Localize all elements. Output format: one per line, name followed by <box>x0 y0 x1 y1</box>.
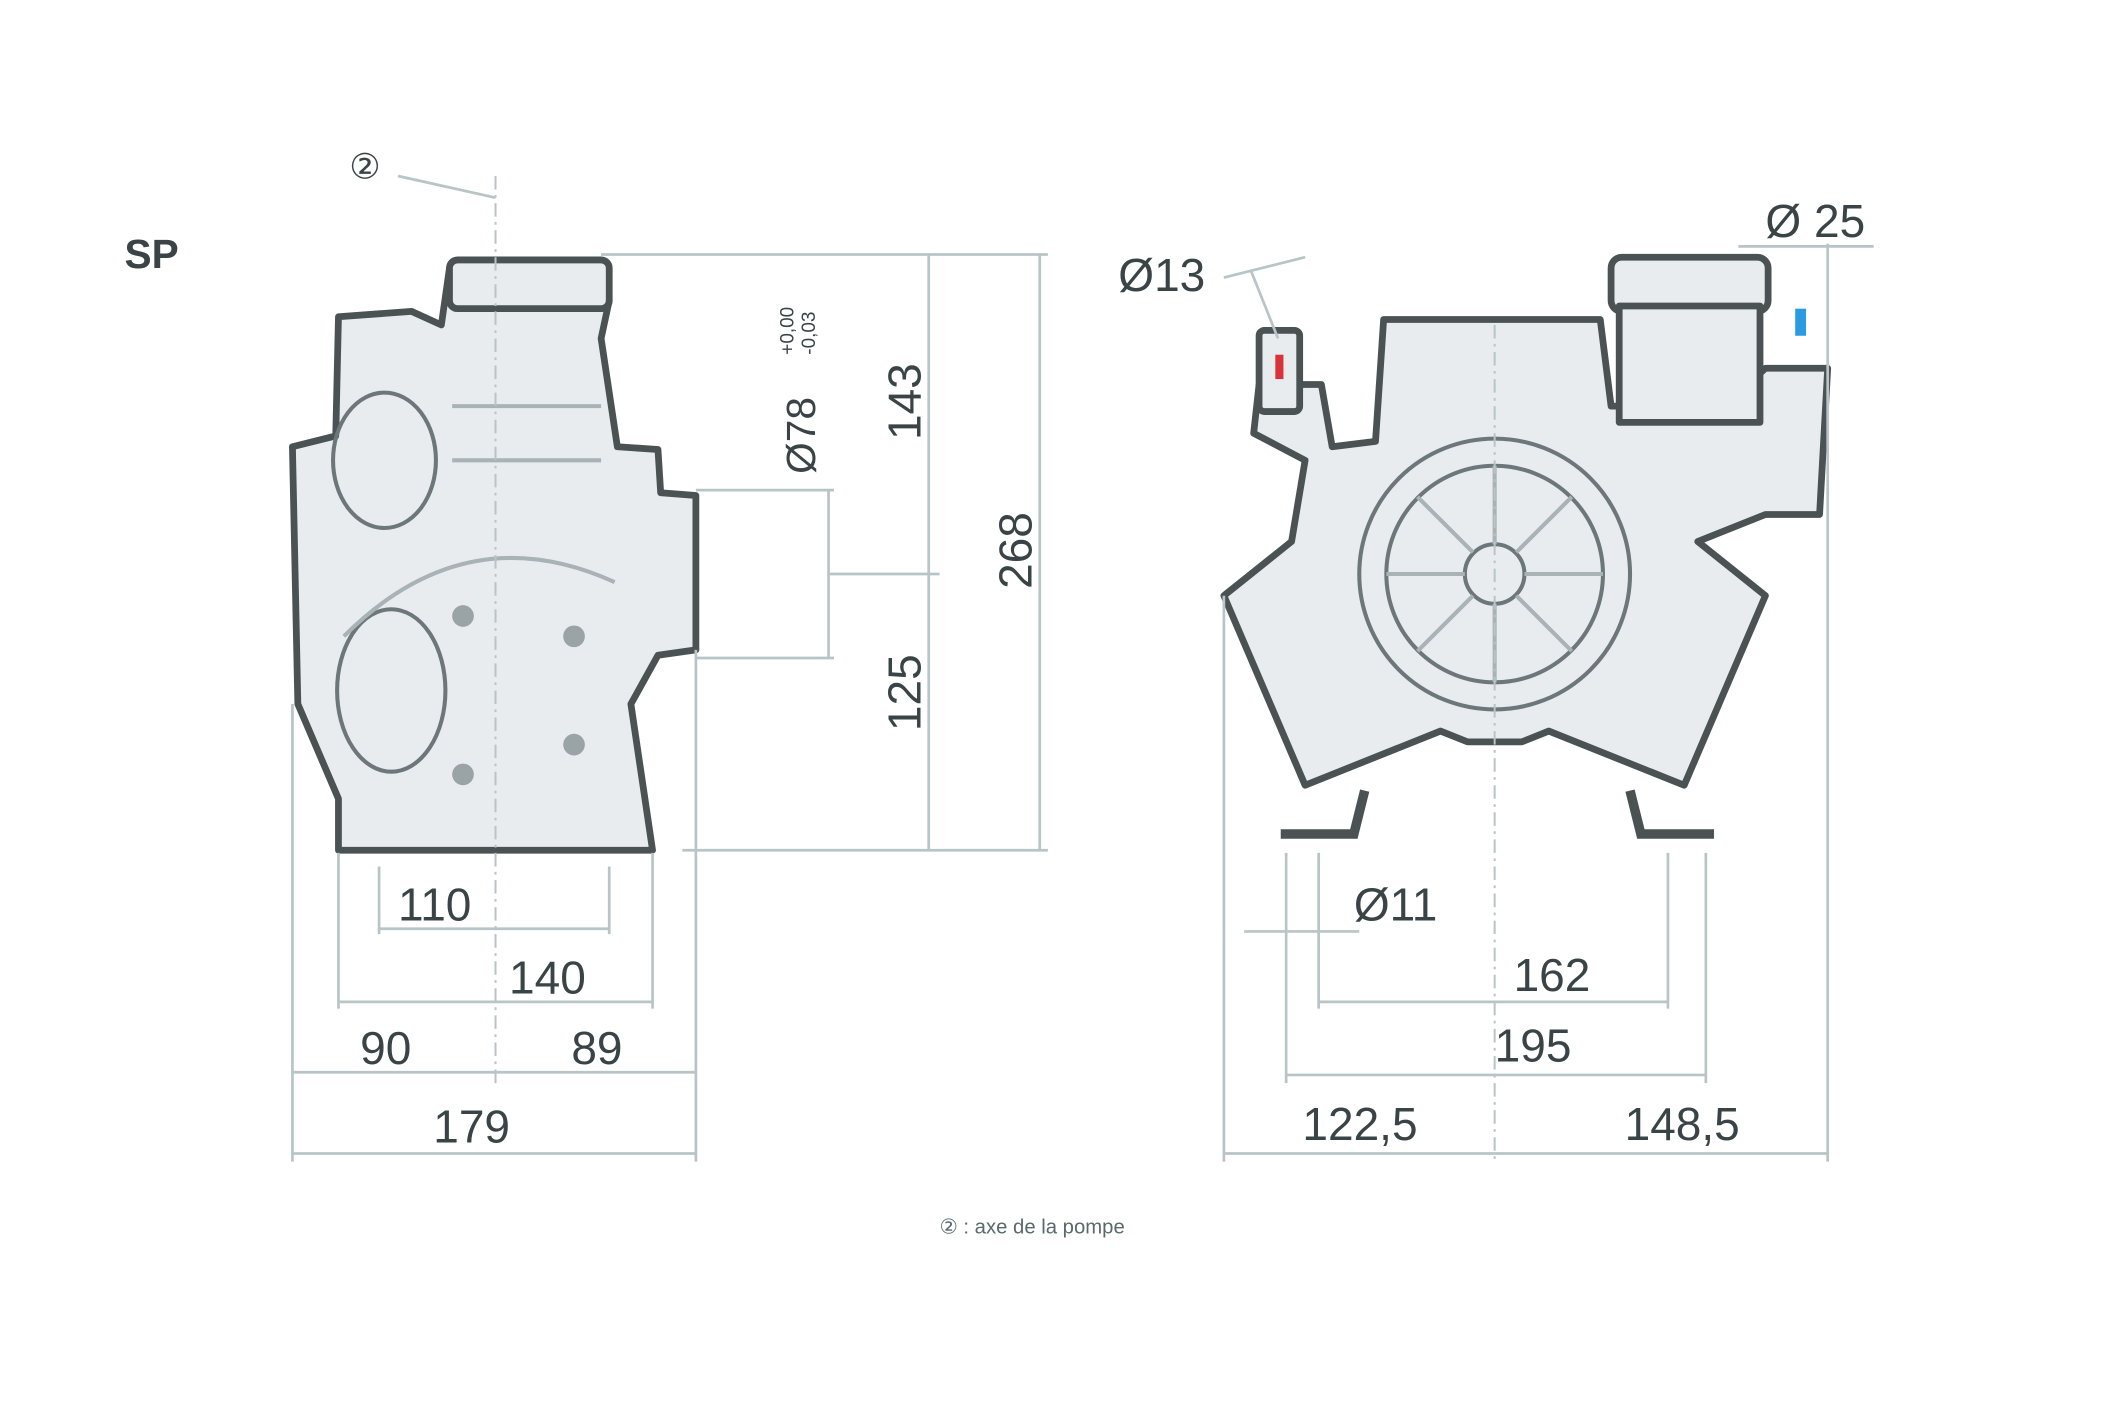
blue-marker <box>1795 308 1807 336</box>
width-left: 122,5 <box>1302 1098 1417 1150</box>
foot-width: 195 <box>1495 1019 1572 1071</box>
side-diaphragm <box>335 607 448 774</box>
base-width: 140 <box>509 952 586 1004</box>
side-valve <box>331 390 438 531</box>
width-right: 89 <box>571 1022 622 1074</box>
model-label: SP <box>125 231 179 277</box>
height-lower: 125 <box>879 654 931 731</box>
mount-hole-spacing: 162 <box>1514 949 1591 1001</box>
bolt <box>563 733 585 756</box>
ext-line <box>1249 270 1280 339</box>
side-ribs <box>452 404 602 463</box>
outlet-diameter: Ø13 <box>1118 249 1205 301</box>
width-right: 148,5 <box>1625 1098 1740 1150</box>
bolt <box>563 625 585 648</box>
bolt <box>452 605 474 627</box>
height-total: 268 <box>990 512 1042 589</box>
inlet-diameter: Ø 25 <box>1765 195 1865 247</box>
height-upper: 143 <box>879 363 931 440</box>
mount-hole-diameter: Ø11 <box>1354 879 1438 931</box>
feet <box>1280 789 1714 839</box>
footnote: ② : axe de la pompe <box>940 1216 1125 1238</box>
red-marker <box>1275 354 1284 380</box>
base-hole-spacing: 110 <box>398 879 471 931</box>
width-total: 179 <box>433 1101 510 1153</box>
axis-leader <box>397 174 496 199</box>
axis-marker: ② <box>349 148 381 187</box>
leader <box>1223 255 1306 279</box>
side-cap <box>446 256 613 313</box>
bolt <box>452 763 474 786</box>
front-reservoir <box>1615 302 1764 426</box>
width-left: 90 <box>360 1022 411 1074</box>
side-view: ② Ø78 +0,00 -0,03 143 268 125 <box>289 148 1048 1162</box>
bore-tolerance-upper: +0,00 <box>777 307 798 355</box>
bore-dimension: Ø78 <box>778 397 824 474</box>
front-view: Ø13 Ø 25 Ø11 162 195 122,5 148,5 <box>1118 195 1874 1165</box>
side-housing-curve <box>342 556 616 638</box>
bore-tolerance-lower: -0,03 <box>799 312 820 355</box>
